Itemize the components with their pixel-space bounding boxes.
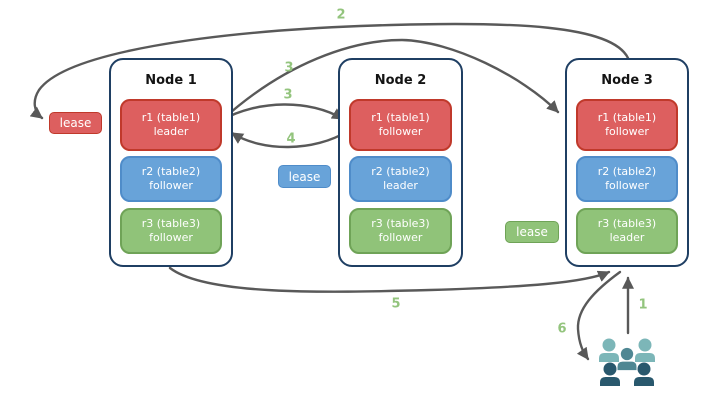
replica-role: leader [383,179,418,192]
node-1-replica-r3: r3 (table3) follower [120,208,222,254]
replica-role: leader [153,125,189,138]
node-3-title: Node 3 [601,73,653,88]
arrow-step3-node1-to-node2 [220,103,345,122]
node-1-title: Node 1 [145,73,197,88]
replica-role: follower [605,125,649,138]
arrow-step5-node1-to-node3 [168,266,611,293]
node-2-replica-r2: r2 (table2) leader [349,156,452,202]
node-3-card: Node 3 r1 (table1) follower r2 (table2) … [565,58,689,267]
replica-name: r3 (table3) [597,216,657,230]
step-label-1: 1 [638,297,648,313]
replica-role: follower [149,179,193,192]
step-label-3-upper: 3 [284,60,294,76]
replica-name: r2 (table2) [141,164,201,178]
replica-name: r1 (table1) [141,110,201,124]
node-3-replica-r2: r2 (table2) follower [576,156,678,202]
replica-name: r2 (table2) [371,164,430,178]
lease-badge-table3: lease [505,221,559,243]
step-label-5: 5 [391,296,401,312]
node-2-replica-r3: r3 (table3) follower [349,208,452,254]
node-1-card: Node 1 r1 (table1) leader r2 (table2) fo… [109,58,233,267]
replica-name: r1 (table1) [597,110,657,124]
replica-role: leader [609,231,645,244]
replica-role: follower [378,125,423,138]
users-group-icon [599,338,655,386]
replica-name: r3 (table3) [371,216,430,230]
step-label-2: 2 [336,7,346,23]
replica-role: follower [149,231,193,244]
replica-role: follower [605,179,649,192]
step-label-6: 6 [557,321,567,337]
node-3-replica-r3: r3 (table3) leader [576,208,678,254]
step-label-3-lower: 3 [283,87,293,103]
replica-name: r2 (table2) [597,164,657,178]
node-2-card: Node 2 r1 (table1) follower r2 (table2) … [338,58,463,267]
node-1-replica-r2: r2 (table2) follower [120,156,222,202]
node-2-replica-r1: r1 (table1) follower [349,99,452,151]
node-3-replica-r1: r1 (table1) follower [576,99,678,151]
lease-badge-table2: lease [278,165,331,188]
replica-name: r3 (table3) [141,216,201,230]
step-label-4: 4 [286,131,296,147]
replica-role: follower [378,231,423,244]
replica-name: r1 (table1) [371,110,430,124]
lease-badge-table1: lease [49,112,102,134]
node-2-title: Node 2 [374,73,427,88]
node-1-replica-r1: r1 (table1) leader [120,99,222,151]
